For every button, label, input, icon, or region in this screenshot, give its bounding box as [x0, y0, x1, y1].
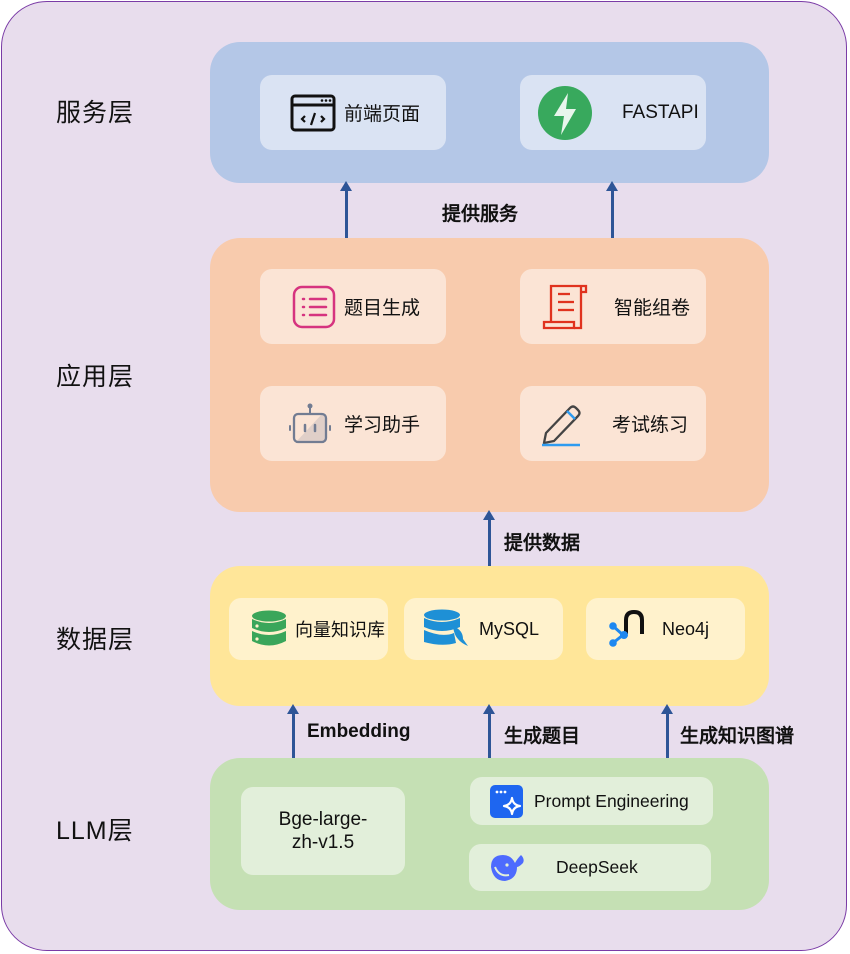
fastapi-bolt-icon: [537, 85, 593, 141]
arrow-app-to-service-right: [606, 181, 618, 238]
layer-label-application: 应用层: [56, 363, 135, 391]
frontend-label: 前端页面: [344, 104, 421, 125]
code-window-icon: [290, 94, 336, 132]
vector-kb-card: 向量知识库: [229, 598, 388, 660]
arrow-generate-questions: [483, 704, 495, 758]
pencil-icon: [540, 401, 584, 447]
layer-label-data: 数据层: [56, 626, 135, 654]
deepseek-whale-icon: [487, 851, 527, 885]
study-assistant-label: 学习助手: [344, 415, 421, 436]
mysql-card: MySQL: [404, 598, 563, 660]
robot-icon: [286, 402, 334, 446]
bge-model-label-line2: zh-v1.5: [291, 832, 355, 853]
fastapi-label: FASTAPI: [622, 101, 699, 123]
arrow-label-provide-service: 提供服务: [442, 204, 519, 225]
bge-model-card: Bge-large- zh-v1.5: [241, 787, 405, 875]
service-layer-panel: 前端页面 FASTAPI: [210, 42, 769, 183]
arrow-label-generate-questions: 生成题目: [504, 726, 581, 747]
exam-practice-label: 考试练习: [612, 415, 689, 436]
vector-kb-label: 向量知识库: [295, 620, 385, 640]
mysql-label: MySQL: [479, 618, 540, 639]
arrow-generate-kg: [661, 704, 673, 758]
question-generation-label: 题目生成: [344, 298, 421, 319]
smart-paper-label: 智能组卷: [614, 298, 691, 319]
fastapi-card: FASTAPI: [520, 75, 706, 150]
prompt-engineering-card: Prompt Engineering: [470, 777, 713, 825]
exam-practice-card: 考试练习: [520, 386, 706, 461]
deepseek-card: DeepSeek: [469, 844, 711, 891]
bge-model-label-line1: Bge-large-: [278, 809, 368, 830]
frontend-card: 前端页面: [260, 75, 446, 150]
layer-label-service: 服务层: [56, 99, 135, 127]
question-generation-card: 题目生成: [260, 269, 446, 344]
data-layer-panel: 向量知识库 MySQL Neo4j: [210, 566, 769, 706]
deepseek-label: DeepSeek: [556, 857, 638, 877]
study-assistant-card: 学习助手: [260, 386, 446, 461]
llm-layer-panel: Bge-large- zh-v1.5 Prompt Engineering De…: [210, 758, 769, 910]
prompt-engineering-label: Prompt Engineering: [534, 790, 689, 811]
prompt-sparkle-icon: [490, 784, 523, 818]
mysql-icon: [423, 609, 469, 649]
arrow-app-to-service-left: [340, 181, 352, 238]
layer-label-llm: LLM层: [56, 817, 134, 845]
neo4j-label: Neo4j: [662, 618, 710, 639]
database-icon: [251, 610, 287, 648]
arrow-data-to-app: [483, 510, 495, 566]
arrow-label-provide-data: 提供数据: [504, 533, 581, 554]
scroll-icon: [542, 282, 590, 332]
list-icon: [292, 285, 336, 329]
arrow-label-generate-kg: 生成知识图谱: [680, 726, 795, 747]
arrow-label-embedding: Embedding: [307, 721, 411, 742]
application-layer-panel: 题目生成 智能组卷: [210, 238, 769, 512]
arrow-embedding: [287, 704, 299, 758]
smart-paper-card: 智能组卷: [520, 269, 706, 344]
neo4j-card: Neo4j: [586, 598, 745, 660]
neo4j-icon: [608, 610, 648, 648]
